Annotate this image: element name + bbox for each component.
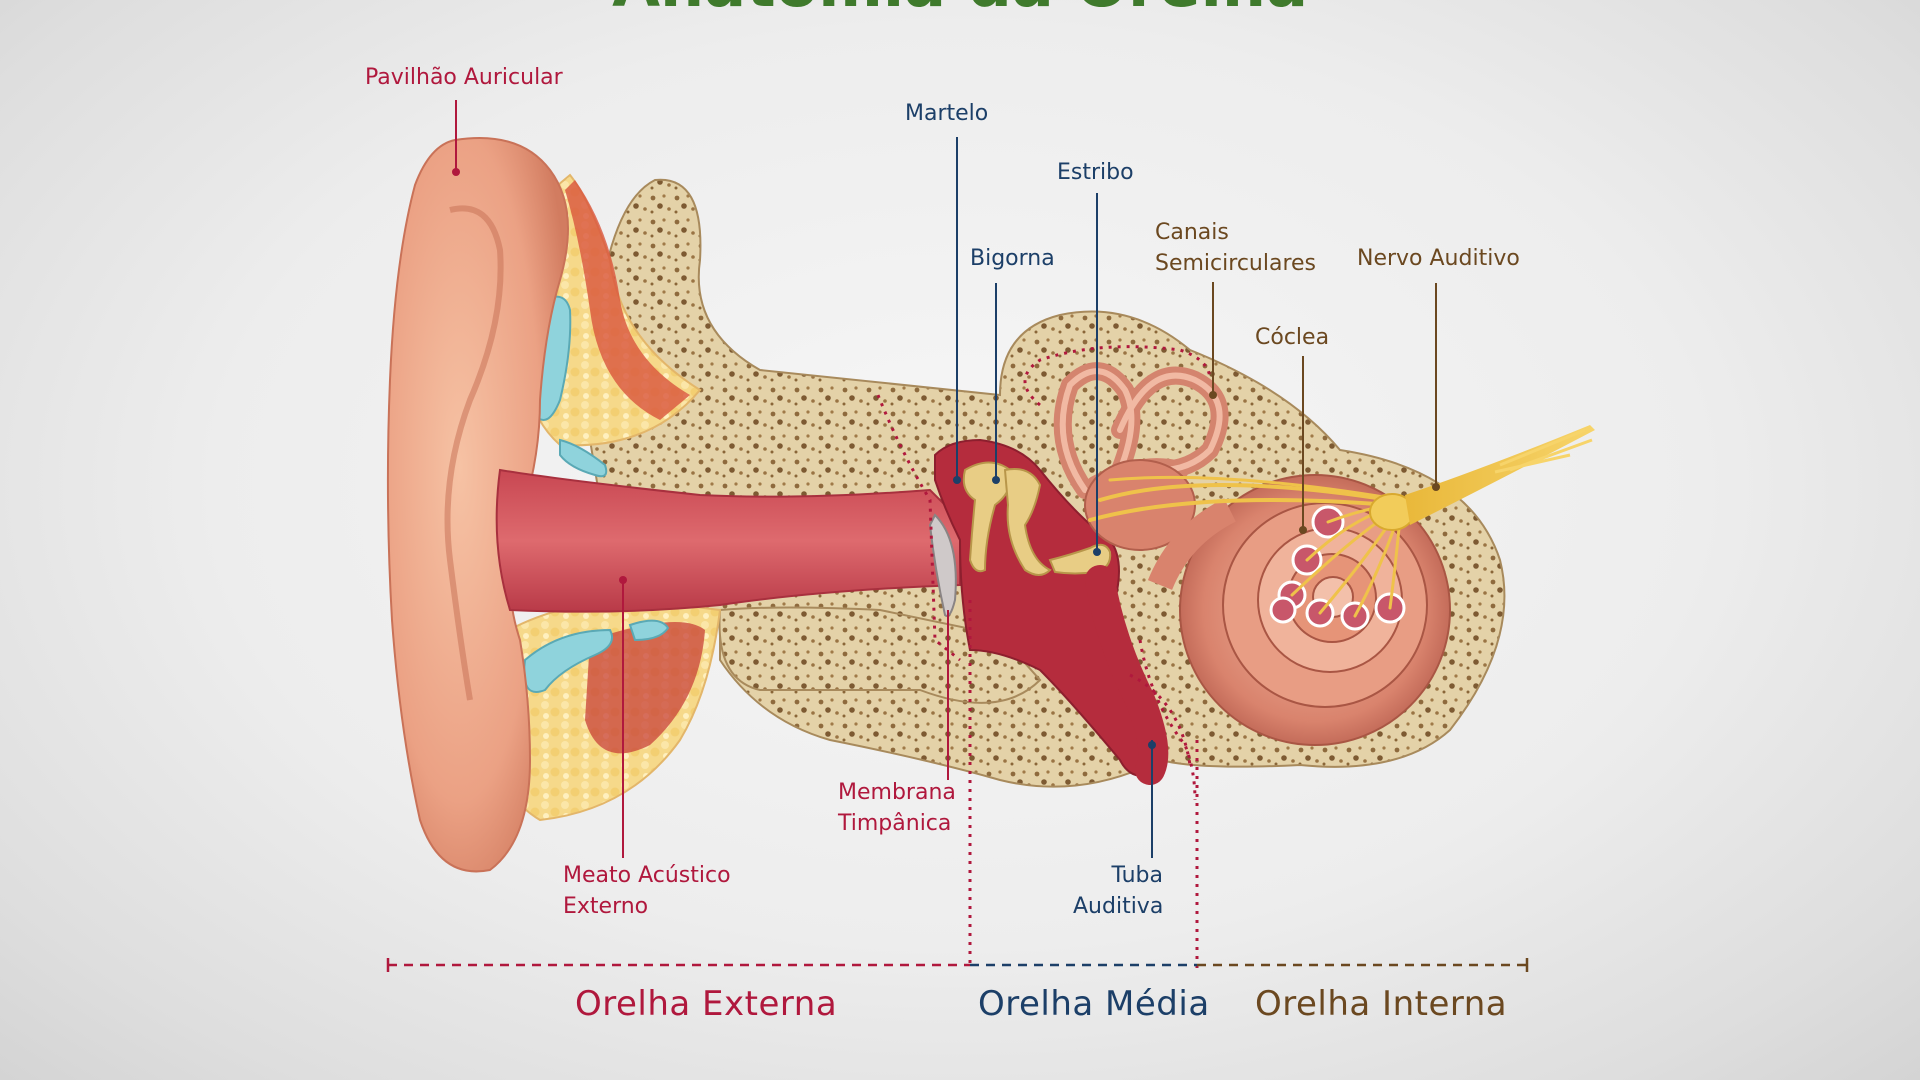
lower-bone [718, 606, 1042, 704]
label-canais-line1: Canais [1155, 220, 1229, 245]
section-scale [386, 958, 1529, 972]
label-tuba-line1: Tuba [1111, 863, 1164, 888]
cartilage-lower-small [628, 619, 670, 642]
label-estribo: Estribo [1057, 160, 1134, 185]
eustachian-tube [1085, 565, 1169, 785]
label-pavilhao-auricular: Pavilhão Auricular [365, 65, 563, 90]
label-tuba-auditiva: Tuba Auditiva [1073, 860, 1163, 922]
label-canais-semicirculares: Canais Semicirculares [1155, 217, 1316, 279]
section-orelha-externa: Orelha Externa [575, 984, 838, 1024]
cochlea-outline [1129, 673, 1192, 766]
diagram-title: Anatomia da Orelha [0, 0, 1920, 16]
label-coclea: Cóclea [1255, 325, 1330, 350]
section-orelha-interna: Orelha Interna [1255, 984, 1508, 1024]
label-canais-line2: Semicirculares [1155, 251, 1317, 276]
label-bigorna: Bigorna [970, 246, 1055, 271]
section-orelha-media: Orelha Média [978, 984, 1210, 1024]
pinna [386, 137, 569, 873]
ear-canal [495, 468, 961, 613]
leader-dots [452, 168, 1440, 749]
cartilage-mid [559, 438, 608, 478]
pinna-fold [444, 205, 504, 701]
middle-ear-outline [876, 394, 961, 662]
label-tuba-line2: Auditiva [1073, 894, 1164, 919]
label-meato-acustico-externo: Meato Acústico Externo [563, 860, 731, 922]
label-membrana-line2: Timpânica [838, 811, 952, 836]
label-membrana-line1: Membrana [838, 780, 956, 805]
upper-muscle [565, 180, 690, 420]
label-martelo: Martelo [905, 101, 989, 126]
label-meato-line1: Meato Acústico [563, 863, 731, 888]
nerve-trunk [1405, 425, 1595, 525]
vestibule [1084, 459, 1196, 551]
cartilage-lower [523, 628, 614, 693]
label-meato-line2: Externo [563, 894, 649, 919]
leader-lines [455, 100, 1437, 858]
label-membrana-timpanica: Membrana Timpânica [838, 777, 956, 839]
tympanic-membrane [928, 513, 957, 617]
incus [1003, 468, 1052, 576]
label-nervo-auditivo: Nervo Auditivo [1357, 246, 1520, 271]
inner-ear-outline [1023, 345, 1212, 801]
lower-muscle [585, 622, 705, 754]
